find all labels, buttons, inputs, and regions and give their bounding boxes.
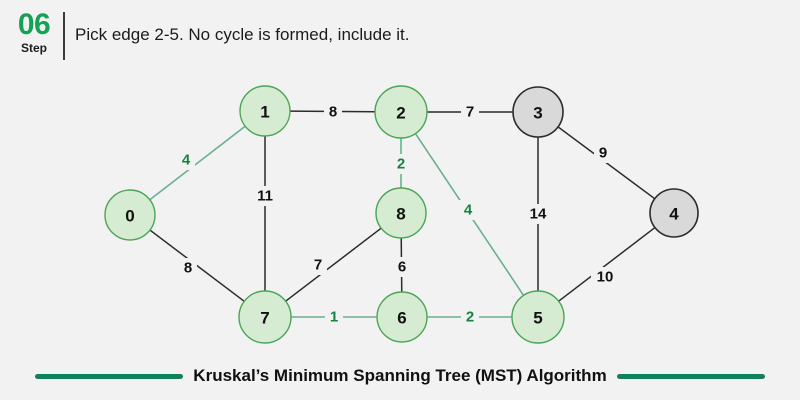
edge-labels-layer: 4 8 8 11 7 2 4 14 9 10 2 6 1 7 [177, 102, 619, 327]
node-label-4: 4 [669, 205, 679, 224]
edge-weight-3-5: 14 [530, 206, 547, 223]
edge-weight-halo [392, 154, 410, 174]
edge-weight-halo [461, 307, 479, 327]
edge-weight-4-5: 10 [597, 269, 614, 286]
footer-title: Kruskal’s Minimum Spanning Tree (MST) Al… [193, 366, 607, 385]
edge-weight-2-3: 7 [466, 104, 474, 121]
node-label-7: 7 [260, 309, 269, 328]
footer: Kruskal’s Minimum Spanning Tree (MST) Al… [0, 352, 800, 400]
edge-weight-0-7: 8 [184, 260, 192, 277]
edge-weight-5-6: 2 [466, 309, 474, 326]
edge-weight-7-6: 1 [330, 309, 338, 326]
graph-edge-4-5 [558, 226, 656, 302]
node-label-3: 3 [533, 104, 542, 123]
node-circle-7 [238, 290, 292, 344]
node-circle-1 [239, 85, 291, 137]
node-label-2: 2 [396, 104, 405, 123]
edge-weight-2-8: 2 [397, 156, 405, 173]
edge-weight-halo [524, 204, 552, 224]
node-label-1: 1 [260, 103, 269, 122]
edge-weight-halo [393, 257, 411, 277]
step-number: 06 [17, 8, 51, 41]
graph-node-1[interactable]: 1 [239, 85, 291, 137]
graph-svg: 4 8 8 11 7 2 4 14 9 10 2 6 1 7 0 1 2 3 4 5 6 7 8 [104, 85, 699, 344]
step-instruction-text: Pick edge 2-5. No cycle is formed, inclu… [75, 25, 410, 44]
footer-rule-left [35, 373, 184, 379]
footer-rule-right [616, 373, 765, 379]
edge-weight-halo [324, 102, 342, 122]
edge-weight-7-8: 7 [314, 257, 322, 274]
edge-weight-1-2: 8 [329, 104, 337, 121]
graph-node-0[interactable]: 0 [104, 189, 156, 241]
node-label-5: 5 [533, 309, 542, 328]
node-circle-4 [649, 188, 699, 238]
graph-canvas: 4 8 8 11 7 2 4 14 9 10 2 6 1 7 0 1 2 3 4 5 6 7 8 [0, 72, 800, 352]
header-divider [63, 12, 65, 60]
node-label-8: 8 [396, 205, 405, 224]
graph-node-2[interactable]: 2 [374, 85, 428, 139]
node-circle-6 [376, 291, 428, 343]
graph-node-5[interactable]: 5 [511, 290, 565, 344]
edge-weight-0-1: 4 [182, 152, 191, 169]
edge-weight-2-5: 4 [464, 202, 473, 219]
graph-node-8[interactable]: 8 [375, 187, 427, 239]
node-circle-3 [512, 86, 564, 138]
step-word-label: Step [20, 41, 47, 55]
edge-weight-halo [459, 200, 477, 220]
node-label-6: 6 [397, 309, 406, 328]
node-label-0: 0 [125, 207, 134, 226]
edge-weight-6-8: 6 [398, 259, 406, 276]
graph-edge-0-7 [149, 229, 245, 302]
edge-weight-3-4: 9 [599, 145, 607, 162]
graph-edge-7-8 [285, 227, 382, 302]
graph-edge-0-1 [149, 125, 246, 201]
graph-node-7[interactable]: 7 [238, 290, 292, 344]
header: 06 Step Pick edge 2-5. No cycle is forme… [0, 0, 800, 72]
edge-weight-halo [594, 143, 612, 163]
edge-weight-halo [179, 258, 197, 278]
edge-weight-halo [591, 267, 619, 287]
edge-weight-1-7: 11 [257, 188, 273, 205]
edge-weight-halo [251, 186, 279, 206]
nodes-layer: 0 1 2 3 4 5 6 7 8 [104, 85, 699, 344]
edge-weight-halo [309, 255, 327, 275]
node-circle-0 [104, 189, 156, 241]
step-badge: 06 Step [8, 8, 60, 56]
node-circle-5 [511, 290, 565, 344]
edge-weight-halo [461, 102, 479, 122]
graph-node-4[interactable]: 4 [649, 188, 699, 238]
graph-node-6[interactable]: 6 [376, 291, 428, 343]
edge-weight-halo [177, 150, 195, 170]
graph-node-3[interactable]: 3 [512, 86, 564, 138]
node-circle-8 [375, 187, 427, 239]
node-circle-2 [374, 85, 428, 139]
edge-weight-halo [325, 307, 343, 327]
